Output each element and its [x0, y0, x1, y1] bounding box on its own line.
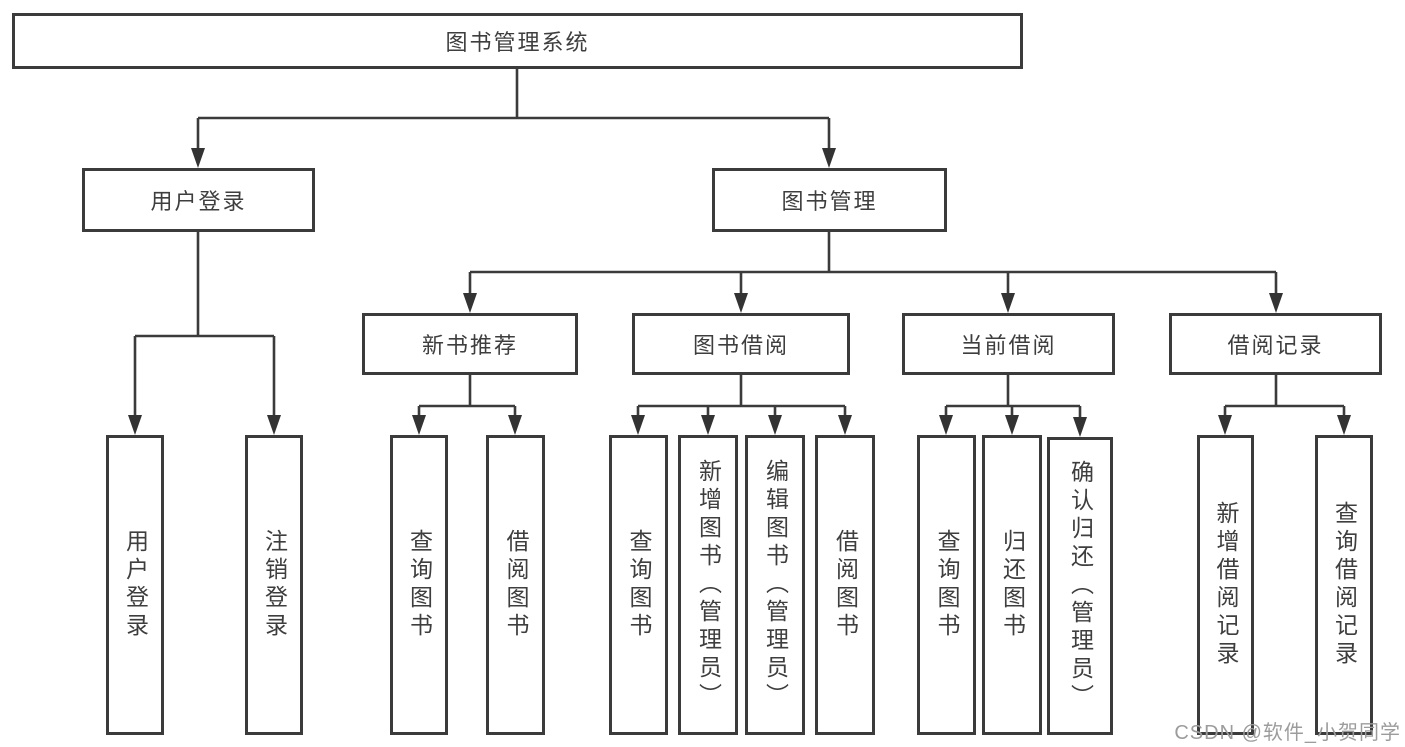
- node-label: 归还图书: [999, 529, 1026, 641]
- node-label: 注销登录: [261, 529, 288, 641]
- leaf-logout: 注销登录: [245, 435, 303, 735]
- node-label: 查询图书: [406, 529, 433, 641]
- node-label: 新增图书（管理员）: [695, 459, 722, 711]
- leaf-confirm-return-admin: 确认归还（管理员）: [1047, 437, 1113, 735]
- node-user-login: 用户登录: [82, 168, 315, 232]
- leaf-query-books-current: 查询图书: [917, 435, 976, 735]
- node-label: 确认归还（管理员）: [1067, 460, 1094, 712]
- node-label: 图书管理: [781, 189, 878, 214]
- leaf-edit-book-admin: 编辑图书（管理员）: [745, 435, 805, 735]
- node-label: 查询图书: [626, 529, 652, 641]
- leaf-add-borrow-record: 新增借阅记录: [1197, 435, 1254, 735]
- node-label: 借阅图书: [503, 529, 529, 641]
- leaf-query-books-borrow: 查询图书: [609, 435, 668, 735]
- node-book-borrowing: 图书借阅: [632, 313, 850, 375]
- leaf-user-login: 用户登录: [106, 435, 164, 735]
- node-borrowing-records: 借阅记录: [1169, 313, 1382, 375]
- node-label: 当前借阅: [960, 333, 1057, 358]
- node-label: 借阅记录: [1227, 333, 1324, 358]
- leaf-borrow-books-recommend: 借阅图书: [486, 435, 545, 735]
- node-label: 用户登录: [150, 189, 247, 214]
- node-book-management: 图书管理: [712, 168, 947, 232]
- node-label: 借阅图书: [832, 529, 859, 641]
- node-current-borrowing: 当前借阅: [902, 313, 1115, 375]
- leaf-borrow-books: 借阅图书: [815, 435, 875, 735]
- leaf-query-books-recommend: 查询图书: [390, 435, 448, 735]
- node-label: 用户登录: [122, 529, 149, 641]
- leaf-add-book-admin: 新增图书（管理员）: [678, 435, 738, 735]
- leaf-return-book: 归还图书: [982, 435, 1042, 735]
- node-label: 查询图书: [934, 529, 960, 641]
- node-library-management-system: 图书管理系统: [12, 13, 1023, 69]
- node-label: 新书推荐: [421, 333, 518, 358]
- node-label: 图书管理系统: [445, 30, 590, 55]
- node-label: 图书借阅: [692, 333, 789, 358]
- node-label: 新增借阅记录: [1213, 501, 1239, 669]
- node-label: 查询借阅记录: [1331, 501, 1358, 669]
- csdn-watermark: CSDN @软件_小贺同学: [1174, 722, 1401, 744]
- leaf-query-borrow-record: 查询借阅记录: [1315, 435, 1373, 735]
- node-new-book-recommendation: 新书推荐: [362, 313, 578, 375]
- node-label: 编辑图书（管理员）: [762, 459, 789, 711]
